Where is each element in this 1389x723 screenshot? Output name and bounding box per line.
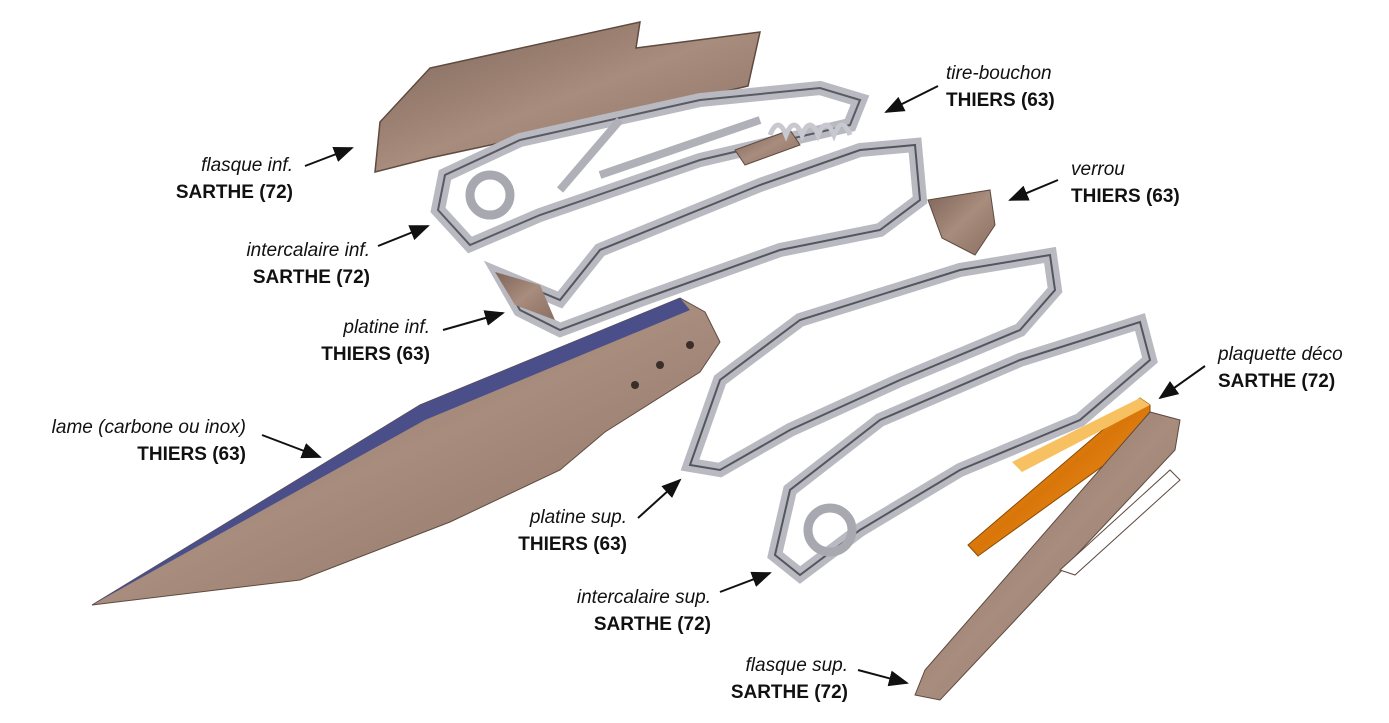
label-intercalaire-sup: intercalaire sup. SARTHE (72): [577, 584, 711, 638]
platine-inf-part: [483, 137, 928, 338]
flasque-sup-part: [914, 411, 1181, 701]
part-name: tire-bouchon: [946, 63, 1052, 84]
label-verrou: verrou THIERS (63): [1071, 156, 1180, 210]
arrow-flasque-sup: [857, 669, 909, 687]
label-lame: lame (carbone ou inox) THIERS (63): [52, 414, 246, 468]
part-name: flasque inf.: [201, 155, 293, 176]
platine-sup-part: [680, 246, 1063, 478]
label-platine-sup: platine sup. THIERS (63): [518, 504, 627, 558]
part-name: intercalaire sup.: [576, 587, 711, 608]
part-name: platine sup.: [529, 507, 627, 528]
part-name: plaquette déco: [1218, 344, 1343, 365]
leader-arrows: [261, 85, 1206, 687]
tire-bouchon-part: [734, 122, 853, 166]
intercalaire-sup-part: [767, 313, 1158, 584]
part-name: platine inf.: [343, 317, 430, 338]
arrow-flasque-inf: [304, 146, 354, 167]
part-origin: SARTHE (72): [1218, 371, 1336, 392]
part-name: verrou: [1071, 159, 1125, 180]
part-origin: THIERS (63): [137, 444, 246, 465]
label-flasque-sup: flasque sup. SARTHE (72): [731, 652, 848, 706]
part-origin: THIERS (63): [946, 90, 1055, 111]
part-name: flasque sup.: [745, 655, 848, 676]
arrow-tire-bouchon: [884, 85, 939, 113]
intercalaire-inf-part: [430, 80, 870, 254]
label-flasque-inf: flasque inf. SARTHE (72): [176, 152, 293, 206]
label-tire-bouchon: tire-bouchon THIERS (63): [946, 60, 1055, 114]
arrow-intercalaire-inf: [377, 225, 430, 247]
verrou-part: [927, 189, 996, 256]
part-name: intercalaire inf.: [246, 240, 370, 261]
part-origin: SARTHE (72): [252, 267, 370, 288]
arrow-platine-inf: [442, 310, 505, 331]
part-origin: THIERS (63): [1071, 186, 1180, 207]
part-origin: THIERS (63): [321, 344, 430, 365]
part-origin: SARTHE (72): [175, 182, 293, 203]
part-origin: SARTHE (72): [730, 682, 848, 703]
part-origin: SARTHE (72): [593, 614, 711, 635]
label-intercalaire-inf: intercalaire inf. SARTHE (72): [246, 237, 370, 291]
arrow-intercalaire-sup: [719, 571, 772, 593]
arrow-plaquette: [1158, 365, 1206, 400]
label-plaquette-deco: plaquette déco SARTHE (72): [1218, 341, 1343, 395]
arrow-lame: [261, 434, 322, 459]
arrow-platine-sup: [637, 478, 682, 519]
part-name: lame (carbone ou inox): [51, 417, 246, 438]
part-origin: THIERS (63): [518, 534, 627, 555]
arrow-verrou: [1008, 179, 1059, 201]
lame-part: [91, 297, 721, 606]
label-platine-inf: platine inf. THIERS (63): [321, 314, 430, 368]
